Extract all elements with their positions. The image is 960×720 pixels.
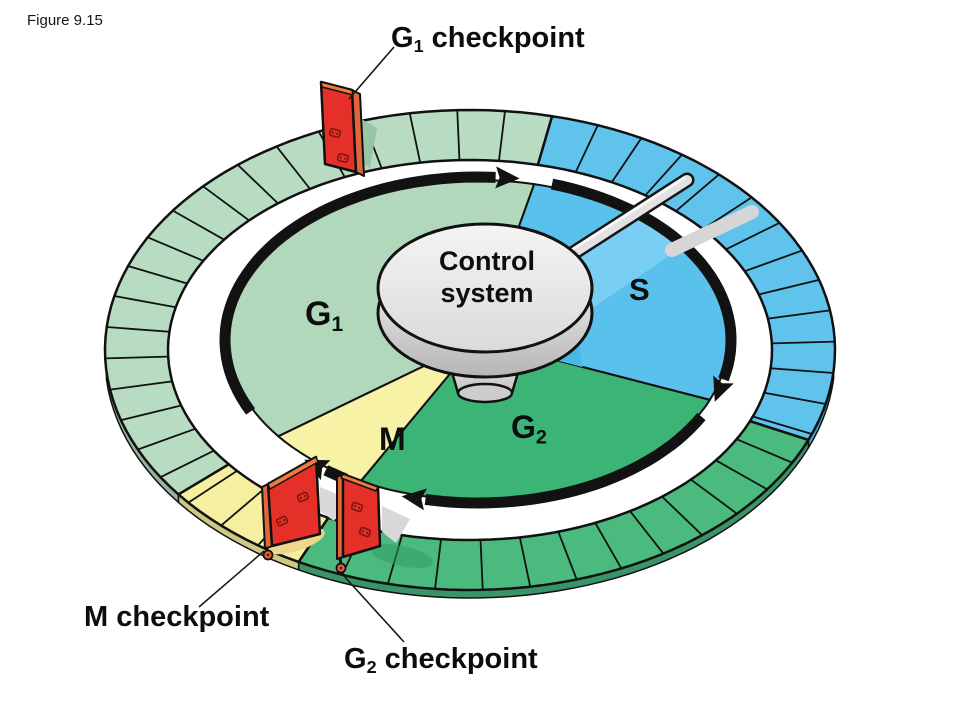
label-g1-checkpoint-base: G bbox=[391, 22, 414, 54]
ring-segment-divider bbox=[114, 295, 176, 309]
ring-segment-divider bbox=[675, 173, 720, 212]
ring-segment-divider bbox=[237, 164, 279, 205]
barrier-rivet bbox=[358, 526, 372, 538]
label-phase-g2-base: G bbox=[511, 409, 536, 445]
ring-segment-divider bbox=[105, 355, 169, 360]
label-phase-s-base: S bbox=[629, 272, 650, 307]
ring-segment-divider bbox=[172, 209, 225, 241]
ring-segment-divider bbox=[456, 110, 461, 161]
ring-segment-divider bbox=[434, 539, 442, 590]
barrier-m-top-edge bbox=[267, 456, 319, 490]
ring-segment-divider bbox=[202, 185, 250, 222]
ring-segment-divider bbox=[137, 427, 196, 451]
ring-segment-divider bbox=[187, 470, 238, 504]
barrier-rivet bbox=[296, 491, 310, 503]
cycle-arrow-arc bbox=[550, 178, 737, 382]
ring-segment-divider bbox=[160, 449, 215, 478]
cycle-arrow-arc bbox=[424, 412, 706, 509]
barrier-g2-ground-shade bbox=[370, 544, 434, 568]
label-g2-checkpoint-base: G bbox=[344, 643, 367, 675]
ring-segment-divider bbox=[220, 488, 265, 527]
ring-segment-divider bbox=[557, 531, 578, 580]
barrier-foot-pin bbox=[266, 553, 270, 557]
cycle-arrowhead bbox=[713, 375, 734, 402]
ring-segment-divider bbox=[518, 537, 532, 587]
label-phase-g1-base: G bbox=[305, 295, 332, 333]
barrier-rivet bbox=[350, 501, 364, 513]
lever-highlight bbox=[554, 176, 686, 262]
ring-segment-divider bbox=[744, 249, 803, 273]
label-m-checkpoint-rest: checkpoint bbox=[108, 601, 270, 633]
ring-segment-divider bbox=[690, 478, 738, 515]
cycle-arrow-arc bbox=[219, 171, 496, 415]
label-phase-g1: G1 bbox=[305, 295, 343, 337]
leader-m-checkpoint bbox=[198, 550, 265, 608]
barrier-rivet bbox=[328, 127, 342, 139]
label-phase-g2-sub: 2 bbox=[535, 426, 547, 449]
barrier-g2-shadow bbox=[382, 506, 410, 543]
ring-segment-divider bbox=[574, 124, 599, 173]
ring-segment-divider bbox=[408, 113, 422, 163]
label-phase-m-base: M bbox=[379, 421, 406, 457]
ring-segment-divider bbox=[629, 510, 665, 555]
label-phase-g2: G2 bbox=[511, 409, 547, 450]
ring-segment-divider bbox=[752, 415, 813, 435]
ring-segment-divider bbox=[771, 340, 835, 345]
ring-segment-divider bbox=[537, 115, 553, 166]
label-m-checkpoint-base: M bbox=[84, 601, 109, 633]
ring-segment-divider bbox=[120, 404, 182, 422]
label-phase-s: S bbox=[629, 272, 650, 311]
ring-segment-divider bbox=[644, 154, 683, 196]
barrier-rivet bbox=[336, 152, 350, 164]
ring-segment-divider bbox=[715, 459, 768, 491]
barrier-g2-top-edge bbox=[340, 473, 379, 492]
ring-segment-divider bbox=[661, 495, 703, 536]
ring-segment-divider bbox=[106, 326, 170, 333]
label-g2-checkpoint-rest: checkpoint bbox=[376, 643, 538, 675]
figure-label: Figure 9.15 bbox=[27, 12, 103, 29]
label-phase-g1-sub: 1 bbox=[331, 312, 344, 336]
lever-shadow bbox=[665, 205, 759, 257]
ring-segment-divider bbox=[770, 367, 834, 374]
ring-segment-divider bbox=[764, 391, 826, 405]
label-control-line1: Control bbox=[439, 246, 535, 276]
label-g2-checkpoint-sub: 2 bbox=[366, 657, 377, 678]
barrier-rivet bbox=[275, 515, 289, 527]
ring-segment-divider bbox=[594, 522, 623, 569]
ring-segment-divider bbox=[147, 236, 204, 262]
label-g2-checkpoint: G2 checkpoint bbox=[344, 643, 538, 678]
ring-segment-divider bbox=[498, 110, 506, 161]
cycle-arrowhead bbox=[401, 488, 427, 511]
leader-g2-checkpoint bbox=[343, 575, 405, 643]
ring-segment-divider bbox=[758, 278, 820, 296]
leader-g1-checkpoint bbox=[348, 46, 395, 100]
ring-segment-divider bbox=[275, 145, 311, 190]
ring-segment-divider bbox=[611, 137, 643, 183]
ring-segment-divider bbox=[736, 438, 793, 464]
ring-segment-divider bbox=[127, 265, 188, 285]
control-lever bbox=[553, 175, 692, 268]
label-g1-checkpoint-sub: 1 bbox=[413, 36, 424, 57]
barrier-foot-pin bbox=[339, 566, 343, 570]
control-knob-top bbox=[376, 222, 594, 354]
label-control-system: Control system bbox=[439, 246, 535, 310]
label-phase-m: M bbox=[379, 421, 406, 462]
ring-segment-divider bbox=[109, 380, 173, 391]
label-control-line2: system bbox=[440, 277, 534, 308]
ring-segment-divider bbox=[767, 309, 831, 320]
ring-segment-divider bbox=[479, 539, 484, 590]
label-g1-checkpoint: G1 checkpoint bbox=[391, 22, 585, 57]
barrier-m-shadow bbox=[320, 487, 348, 521]
label-m-checkpoint: M checkpoint bbox=[84, 601, 269, 636]
label-g1-checkpoint-rest: checkpoint bbox=[423, 22, 585, 54]
cycle-arrowhead bbox=[495, 166, 520, 189]
control-pedestal-base bbox=[456, 382, 514, 404]
ring-segment-divider bbox=[725, 222, 780, 251]
